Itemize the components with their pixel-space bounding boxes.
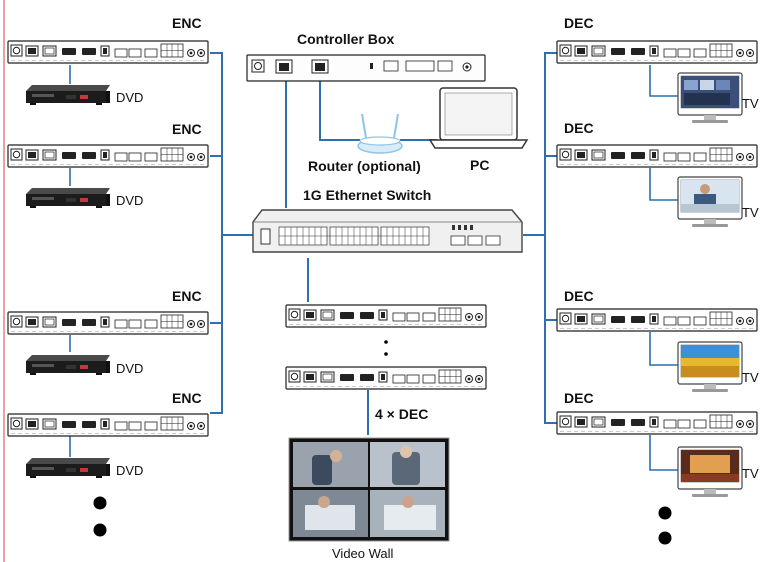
tv-2-icon bbox=[677, 176, 743, 228]
decoder-stack-bottom bbox=[285, 366, 487, 390]
dvd-label-3: DVD bbox=[116, 361, 143, 376]
controller-box-label: Controller Box bbox=[297, 31, 394, 47]
decoder-1-label: DEC bbox=[564, 15, 594, 31]
encoder-1-label: ENC bbox=[172, 15, 202, 31]
decoder-4-label: DEC bbox=[564, 390, 594, 406]
tv-1-icon bbox=[677, 72, 743, 124]
laptop-icon bbox=[428, 87, 529, 149]
tv-label-2: TV bbox=[742, 205, 759, 220]
encoder-4-label: ENC bbox=[172, 390, 202, 406]
dvd-label-2: DVD bbox=[116, 193, 143, 208]
four-dec-label: 4 × DEC bbox=[375, 406, 428, 422]
decoder-2 bbox=[556, 144, 758, 168]
decoder-2-label: DEC bbox=[564, 120, 594, 136]
ethernet-switch-icon bbox=[252, 209, 523, 253]
dvd-label-1: DVD bbox=[116, 90, 143, 105]
ellipsis-dot-right-2 bbox=[658, 531, 672, 545]
tv-label-3: TV bbox=[742, 370, 759, 385]
local-av-links bbox=[69, 65, 678, 471]
encoder-1 bbox=[7, 40, 209, 64]
router-label: Router (optional) bbox=[308, 158, 421, 174]
ellipsis-dot-right-1 bbox=[658, 506, 672, 520]
stack-dot-2 bbox=[384, 352, 388, 356]
pc-label: PC bbox=[470, 157, 489, 173]
encoder-2-label: ENC bbox=[172, 121, 202, 137]
decoder-3 bbox=[556, 308, 758, 332]
dvd-player-3-icon bbox=[26, 355, 110, 375]
dvd-player-4-icon bbox=[26, 458, 110, 478]
video-wall-label: Video Wall bbox=[332, 546, 394, 561]
tv-3-icon bbox=[677, 341, 743, 393]
router-icon bbox=[357, 113, 403, 154]
encoder-2 bbox=[7, 144, 209, 168]
controller-box bbox=[246, 54, 486, 82]
encoder-3 bbox=[7, 311, 209, 335]
tv-4-icon bbox=[677, 446, 743, 498]
network-links bbox=[210, 52, 557, 424]
switch-label: 1G Ethernet Switch bbox=[303, 187, 431, 203]
tv-label-1: TV bbox=[742, 96, 759, 111]
ellipsis-dot-left-1 bbox=[93, 496, 107, 510]
encoder-3-label: ENC bbox=[172, 288, 202, 304]
dvd-player-2-icon bbox=[26, 188, 110, 208]
decoder-1 bbox=[556, 40, 758, 64]
decoder-4 bbox=[556, 411, 758, 435]
video-wall-icon bbox=[288, 437, 450, 542]
decoder-stack-top bbox=[285, 304, 487, 328]
decoder-3-label: DEC bbox=[564, 288, 594, 304]
ellipsis-dot-left-2 bbox=[93, 523, 107, 537]
dvd-label-4: DVD bbox=[116, 463, 143, 478]
tv-label-4: TV bbox=[742, 466, 759, 481]
dvd-player-1-icon bbox=[26, 85, 110, 105]
encoder-4 bbox=[7, 413, 209, 437]
stack-dot-1 bbox=[384, 340, 388, 344]
